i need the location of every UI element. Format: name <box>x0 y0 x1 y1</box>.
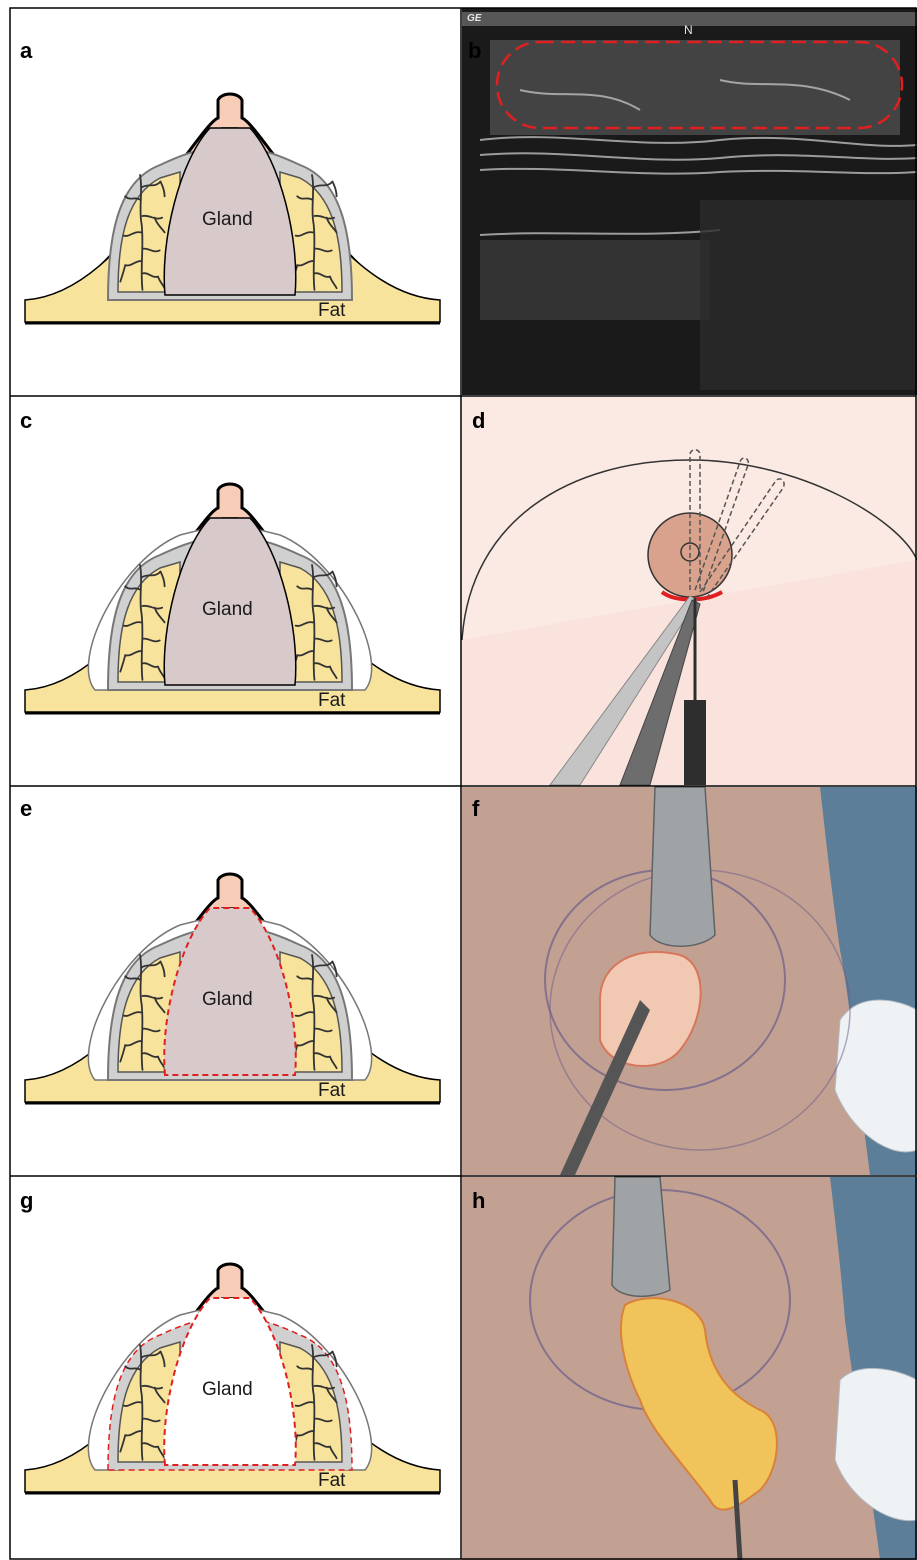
panel-f-photo <box>462 787 917 1175</box>
panel-label-a: a <box>20 40 32 62</box>
panel-label-d: d <box>472 410 485 432</box>
fat-label-a: Fat <box>318 301 345 320</box>
fat-label-c: Fat <box>318 691 345 710</box>
panel-label-f: f <box>472 798 479 820</box>
fat-label-g: Fat <box>318 1471 345 1490</box>
panel-label-h: h <box>472 1190 485 1212</box>
gland-label-c: Gland <box>202 600 253 619</box>
gland-label-e: Gland <box>202 990 253 1009</box>
panel-b-ultrasound <box>462 8 917 395</box>
panel-label-e: e <box>20 798 32 820</box>
panel-label-c: c <box>20 410 32 432</box>
fat-label-e: Fat <box>318 1081 345 1100</box>
instrument-dark <box>684 700 706 785</box>
panel-d-illustration <box>462 397 917 785</box>
panel-h-photo <box>462 1177 917 1560</box>
ultrasound-watermark: GE <box>467 13 481 24</box>
gland-label-a: Gland <box>202 210 253 229</box>
ultrasound-marker: N <box>684 23 693 37</box>
retractor <box>612 1177 670 1296</box>
retractor <box>650 787 715 946</box>
panel-label-b: b <box>468 40 481 62</box>
gland-label-g: Gland <box>202 1380 253 1399</box>
panel-label-g: g <box>20 1190 33 1212</box>
